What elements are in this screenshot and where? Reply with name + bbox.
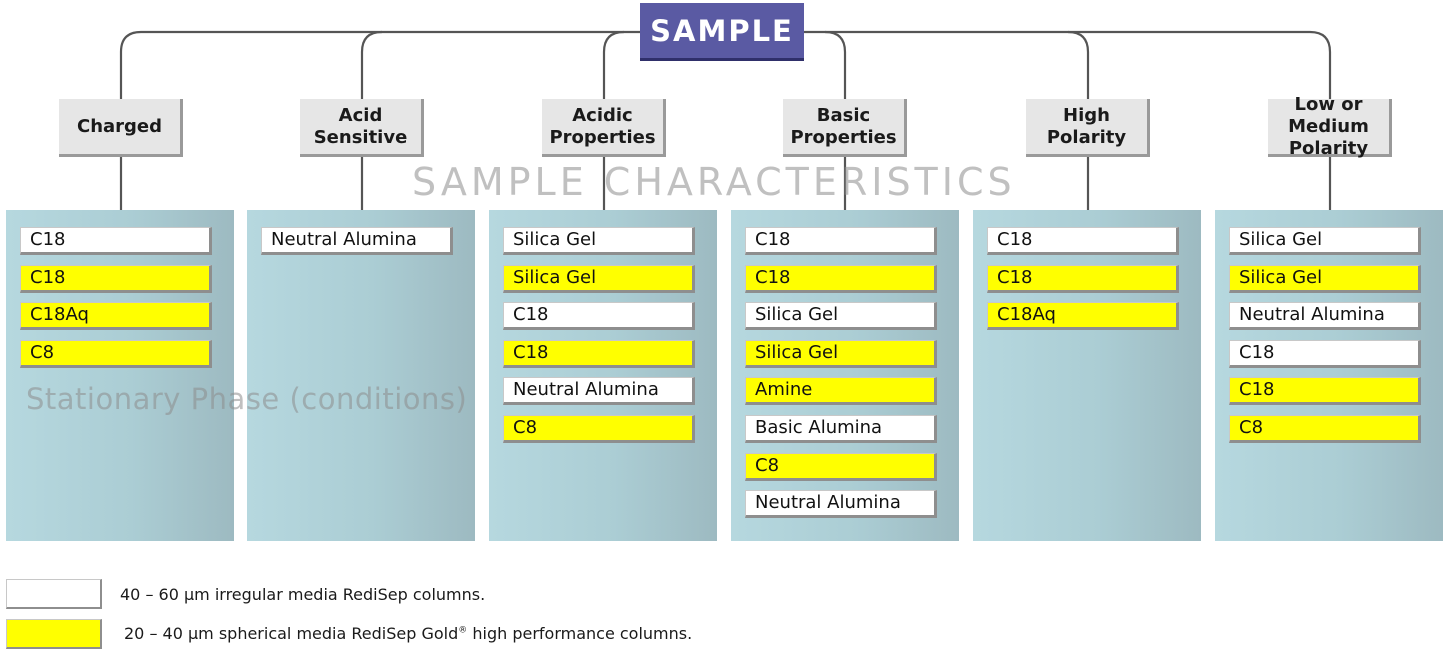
phase-item-c18: C18 (987, 265, 1179, 293)
panel-acid-sensitive (247, 210, 475, 541)
legend-label-white: 40 – 60 µm irregular media RediSep colum… (120, 585, 486, 604)
connector-root-to-acidic-properties (602, 30, 625, 99)
watermark-sample-characteristics: SAMPLE CHARACTERISTICS (412, 160, 1016, 204)
connector-root-to-acid-sensitive (360, 30, 383, 99)
phase-item-neutral-alumina: Neutral Alumina (745, 490, 937, 518)
phase-item-c18: C18 (1229, 377, 1421, 405)
connector-root-to-basic-properties (824, 30, 847, 99)
legend-label-yellow-main: 20 – 40 µm spherical media RediSep Gold (124, 624, 459, 643)
phase-item-c8: C8 (503, 415, 695, 443)
category-low-or-medium-polarity: Low or Medium Polarity (1268, 94, 1392, 159)
registered-mark: ® (458, 625, 468, 636)
category-acid-sensitive: Acid Sensitive (300, 99, 424, 157)
phase-item-c18: C18 (20, 227, 212, 255)
connector-root-to-charged (119, 30, 142, 99)
root-node-sample: SAMPLE (640, 3, 804, 61)
panel-charged (6, 210, 234, 541)
panel-low-or-medium-polarity (1215, 210, 1443, 541)
category-basic-properties: Basic Properties (783, 99, 907, 157)
connector-root-to-high-polarity (1067, 30, 1090, 99)
phase-item-c8: C8 (1229, 415, 1421, 443)
phase-item-c18: C18 (745, 265, 937, 293)
phase-item-c18: C18 (987, 227, 1179, 255)
phase-item-c18aq: C18Aq (20, 302, 212, 330)
phase-item-silica-gel: Silica Gel (503, 265, 695, 293)
legend-label-yellow: 20 – 40 µm spherical media RediSep Gold®… (124, 624, 692, 643)
phase-item-basic-alumina: Basic Alumina (745, 415, 937, 443)
phase-item-c18: C18 (1229, 340, 1421, 368)
phase-item-neutral-alumina: Neutral Alumina (261, 227, 453, 255)
panel-acidic-properties (489, 210, 717, 541)
phase-item-neutral-alumina: Neutral Alumina (1229, 302, 1421, 330)
phase-item-silica-gel: Silica Gel (1229, 227, 1421, 255)
panel-high-polarity (973, 210, 1201, 541)
phase-item-c8: C8 (20, 340, 212, 368)
category-charged: Charged (59, 99, 183, 157)
legend-swatch-white (6, 579, 102, 609)
legend-swatch-yellow (6, 619, 102, 649)
phase-item-silica-gel: Silica Gel (503, 227, 695, 255)
phase-item-silica-gel: Silica Gel (1229, 265, 1421, 293)
phase-item-silica-gel: Silica Gel (745, 302, 937, 330)
phase-item-c18aq: C18Aq (987, 302, 1179, 330)
phase-item-c18: C18 (503, 302, 695, 330)
phase-item-amine: Amine (745, 377, 937, 405)
phase-item-c18: C18 (503, 340, 695, 368)
category-high-polarity: High Polarity (1026, 99, 1150, 157)
phase-item-c8: C8 (745, 453, 937, 481)
phase-item-neutral-alumina: Neutral Alumina (503, 377, 695, 405)
phase-item-silica-gel: Silica Gel (745, 340, 937, 368)
phase-item-c18: C18 (745, 227, 937, 255)
category-acidic-properties: Acidic Properties (542, 99, 666, 157)
connector-root-to-low-or-medium-polarity (1309, 30, 1332, 99)
phase-item-c18: C18 (20, 265, 212, 293)
legend-label-yellow-tail: high performance columns. (467, 624, 693, 643)
